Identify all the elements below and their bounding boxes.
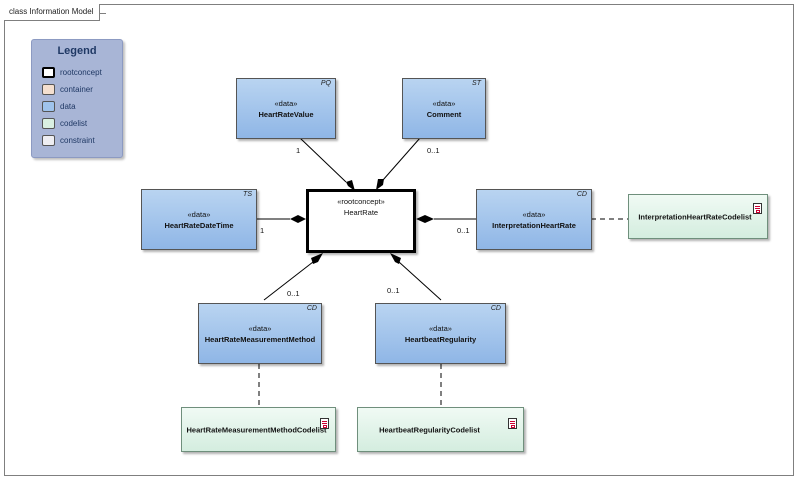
codelist-name: InterpretationHeartRateCodelist bbox=[638, 212, 752, 221]
legend-label: codelist bbox=[60, 119, 88, 128]
class-name: Comment bbox=[426, 110, 462, 119]
multiplicity-measurement-method: 0..1 bbox=[287, 289, 300, 298]
aggregation-diamond-heartbeat-regularity bbox=[390, 253, 401, 264]
aggregation-diamond-measurement-method bbox=[311, 253, 323, 264]
class-name: InterpretationHeartRate bbox=[492, 221, 576, 230]
codelist-interpretation-heart-rate[interactable]: InterpretationHeartRateCodelist bbox=[628, 194, 768, 239]
stereotype: «data» bbox=[432, 99, 456, 108]
legend-swatch bbox=[42, 84, 55, 95]
stereotype: «data» bbox=[522, 210, 546, 219]
type-tag: CD bbox=[490, 305, 501, 312]
stereotype: «data» bbox=[248, 324, 272, 333]
diagram-frame bbox=[4, 4, 794, 476]
codelist-document-icon bbox=[320, 418, 329, 429]
class-heartbeat-regularity[interactable]: CD «data» HeartbeatRegularity bbox=[375, 303, 506, 364]
codelist-document-icon bbox=[508, 418, 517, 429]
legend-swatch bbox=[42, 101, 55, 112]
multiplicity-comment: 0..1 bbox=[427, 146, 440, 155]
class-name: HeartRateMeasurementMethod bbox=[204, 335, 316, 344]
legend-label: data bbox=[60, 102, 76, 111]
codelist-heart-rate-measurement-method[interactable]: HeartRateMeasurementMethodCodelist bbox=[181, 407, 336, 452]
class-name: HeartbeatRegularity bbox=[404, 335, 477, 344]
stereotype: «data» bbox=[274, 99, 298, 108]
codelist-heartbeat-regularity[interactable]: HeartbeatRegularityCodelist bbox=[357, 407, 524, 452]
multiplicity-interpretation-heart-rate: 0..1 bbox=[457, 226, 470, 235]
class-name: HeartRateDateTime bbox=[164, 221, 234, 230]
multiplicity-heart-rate-value: 1 bbox=[296, 146, 301, 155]
legend-label: constraint bbox=[60, 136, 95, 145]
link-comment[interactable] bbox=[382, 137, 421, 181]
class-heart-rate-measurement-method[interactable]: CD «data» HeartRateMeasurementMethod bbox=[198, 303, 322, 364]
class-heart-rate-date-time[interactable]: TS «data» HeartRateDateTime bbox=[141, 189, 257, 250]
link-heart-rate-value[interactable] bbox=[299, 137, 347, 183]
type-tag: PQ bbox=[320, 80, 331, 87]
stereotype: «rootconcept» bbox=[337, 197, 385, 206]
link-measurement-method[interactable] bbox=[263, 261, 314, 301]
legend-swatch bbox=[42, 135, 55, 146]
class-comment[interactable]: ST «data» Comment bbox=[402, 78, 486, 139]
link-heartbeat-regularity[interactable] bbox=[398, 261, 442, 301]
aggregation-diamond-interpretation bbox=[416, 215, 434, 223]
codelist-document-icon bbox=[753, 203, 762, 214]
type-tag: CD bbox=[576, 191, 587, 198]
class-heart-rate-value[interactable]: PQ «data» HeartRateValue bbox=[236, 78, 336, 139]
multiplicity-heart-rate-date-time: 1 bbox=[260, 226, 265, 235]
codelist-name: HeartRateMeasurementMethodCodelist bbox=[186, 425, 327, 434]
type-tag: TS bbox=[243, 191, 252, 198]
aggregation-diamond-date-time bbox=[290, 215, 306, 223]
aggregation-diamond-comment bbox=[376, 179, 384, 190]
type-tag: ST bbox=[472, 80, 481, 87]
legend[interactable]: Legend rootconcept container data codeli… bbox=[31, 39, 123, 158]
type-tag: CD bbox=[306, 305, 317, 312]
class-name: HeartRate bbox=[343, 208, 379, 217]
class-heart-rate-root[interactable]: «rootconcept» HeartRate bbox=[306, 189, 416, 253]
legend-title: Legend bbox=[57, 45, 97, 57]
legend-label: rootconcept bbox=[60, 68, 102, 77]
frame-title: class Information Model bbox=[4, 4, 101, 21]
legend-swatch bbox=[42, 118, 55, 129]
legend-label: container bbox=[60, 85, 93, 94]
multiplicity-heartbeat-regularity: 0..1 bbox=[387, 286, 400, 295]
stereotype: «data» bbox=[429, 324, 452, 333]
aggregation-diamond-heart-rate-value bbox=[346, 180, 355, 191]
class-interpretation-heart-rate[interactable]: CD «data» InterpretationHeartRate bbox=[476, 189, 592, 250]
stereotype: «data» bbox=[187, 210, 211, 219]
class-name: HeartRateValue bbox=[258, 110, 314, 119]
codelist-name: HeartbeatRegularityCodelist bbox=[379, 425, 480, 434]
legend-swatch bbox=[42, 67, 55, 78]
